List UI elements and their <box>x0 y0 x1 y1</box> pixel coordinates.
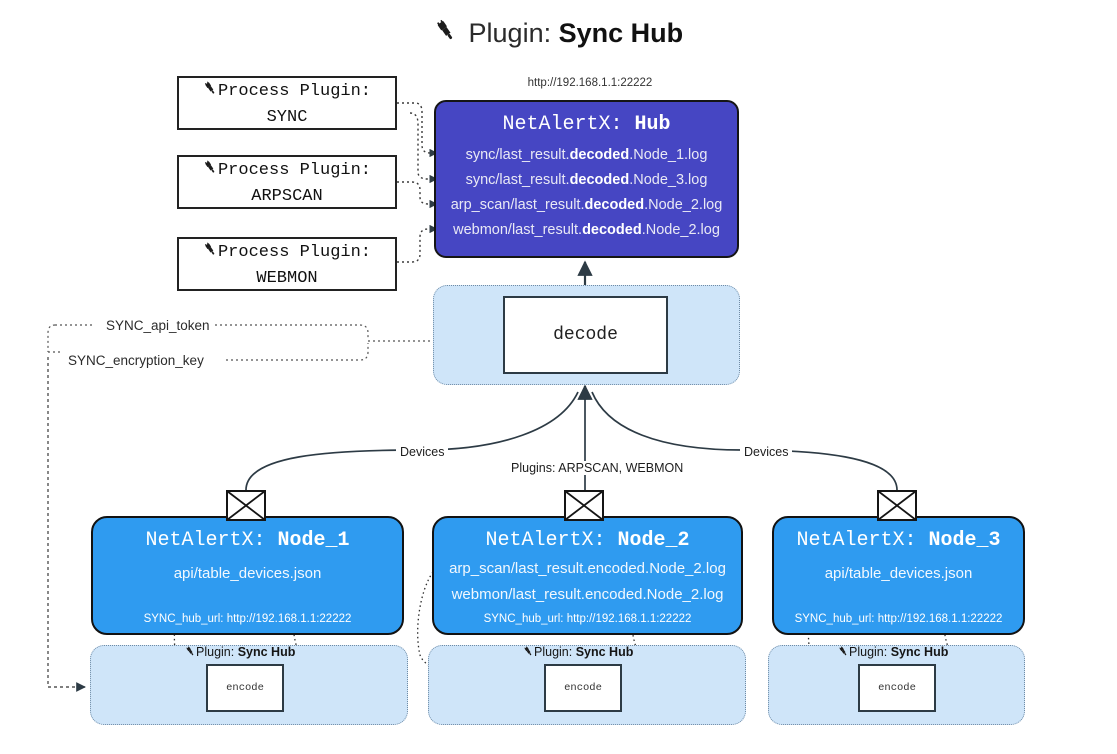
hub-log-lines: sync/last_result.decoded.Node_1.log sync… <box>436 143 737 243</box>
node-2-title: NetAlertX: Node_2 <box>485 529 690 552</box>
proc-label: Process Plugin: <box>217 161 372 180</box>
plug-icon <box>185 646 196 660</box>
encode-cluster-label-2: Plugin: Sync Hub <box>523 645 633 660</box>
process-plugin-webmon-line2: WEBMON <box>256 269 318 288</box>
node-1-footer: SYNC_hub_url: http://192.168.1.1:22222 <box>143 613 352 625</box>
node-line: webmon/last_result.encoded.Node_2.log <box>451 586 724 603</box>
plug-icon <box>434 19 465 49</box>
node-box-node-2[interactable]: NetAlertX: Node_2 arp_scan/last_result.e… <box>432 516 743 635</box>
proc-label: Process Plugin: <box>217 82 372 101</box>
hub-title-name: Hub <box>634 113 671 136</box>
process-plugin-sync-line1: Process Plugin: <box>179 79 395 105</box>
node-1-lines: api/table_devices.json <box>93 561 402 587</box>
plug-icon <box>203 160 218 180</box>
node-3-lines: api/table_devices.json <box>774 561 1023 587</box>
encode-box-1[interactable]: encode <box>206 664 284 712</box>
hub-url-label: http://192.168.1.1:22222 <box>527 77 653 89</box>
page-title-prefix: Plugin: <box>468 18 559 48</box>
node-line: arp_scan/last_result.encoded.Node_2.log <box>449 560 726 577</box>
hub-node[interactable]: NetAlertX: Hub sync/last_result.decoded.… <box>434 100 739 258</box>
page-title: Plugin: Sync Hub <box>0 18 1117 50</box>
encode-cluster-label-1: Plugin: Sync Hub <box>185 645 295 660</box>
envelope-icon <box>226 490 266 521</box>
node-3-footer: SYNC_hub_url: http://192.168.1.1:22222 <box>794 613 1003 625</box>
hub-log-line: arp_scan/last_result.decoded.Node_2.log <box>450 197 723 213</box>
hub-log-line: sync/last_result.decoded.Node_3.log <box>465 172 708 188</box>
process-plugin-arpscan-line2: ARPSCAN <box>251 187 323 206</box>
node-line: api/table_devices.json <box>173 565 322 582</box>
node-2-footer: SYNC_hub_url: http://192.168.1.1:22222 <box>483 613 692 625</box>
envelope-icon <box>564 490 604 521</box>
edge-label-devices-right: Devices <box>740 445 793 459</box>
encode-box-3[interactable]: encode <box>858 664 936 712</box>
process-plugin-box-arpscan[interactable]: Process Plugin: ARPSCAN <box>177 155 397 209</box>
plug-icon <box>203 81 218 101</box>
node-2-lines: arp_scan/last_result.encoded.Node_2.log … <box>434 556 741 608</box>
hub-title-prefix: NetAlertX: <box>502 113 635 136</box>
edge-label-plugins: Plugins: ARPSCAN, WEBMON <box>507 461 688 475</box>
hub-log-line: sync/last_result.decoded.Node_1.log <box>465 147 708 163</box>
process-plugin-arpscan-line1: Process Plugin: <box>179 158 395 184</box>
setting-label-encryption-key: SYNC_encryption_key <box>65 353 207 368</box>
setting-label-api-token: SYNC_api_token <box>103 318 213 333</box>
process-plugin-webmon-line1: Process Plugin: <box>179 240 395 266</box>
plug-icon <box>838 646 849 660</box>
encode-cluster-label-3: Plugin: Sync Hub <box>838 645 948 660</box>
plug-icon <box>523 646 534 660</box>
page-title-name: Sync Hub <box>558 18 684 48</box>
node-box-node-1[interactable]: NetAlertX: Node_1 api/table_devices.json… <box>91 516 404 635</box>
node-line: api/table_devices.json <box>824 565 973 582</box>
hub-title: NetAlertX: Hub <box>436 113 737 136</box>
plug-icon <box>203 242 218 262</box>
process-plugin-box-webmon[interactable]: Process Plugin: WEBMON <box>177 237 397 291</box>
process-plugin-sync-line2: SYNC <box>266 108 308 127</box>
node-3-title: NetAlertX: Node_3 <box>796 529 1001 552</box>
encode-box-2[interactable]: encode <box>544 664 622 712</box>
edge-label-devices-left: Devices <box>396 445 449 459</box>
node-1-title: NetAlertX: Node_1 <box>145 529 350 552</box>
hub-log-line: webmon/last_result.decoded.Node_2.log <box>453 222 720 238</box>
proc-label: Process Plugin: <box>217 243 372 262</box>
decode-box[interactable]: decode <box>503 296 668 374</box>
process-plugin-box-sync[interactable]: Process Plugin: SYNC <box>177 76 397 130</box>
node-box-node-3[interactable]: NetAlertX: Node_3 api/table_devices.json… <box>772 516 1025 635</box>
envelope-icon <box>877 490 917 521</box>
